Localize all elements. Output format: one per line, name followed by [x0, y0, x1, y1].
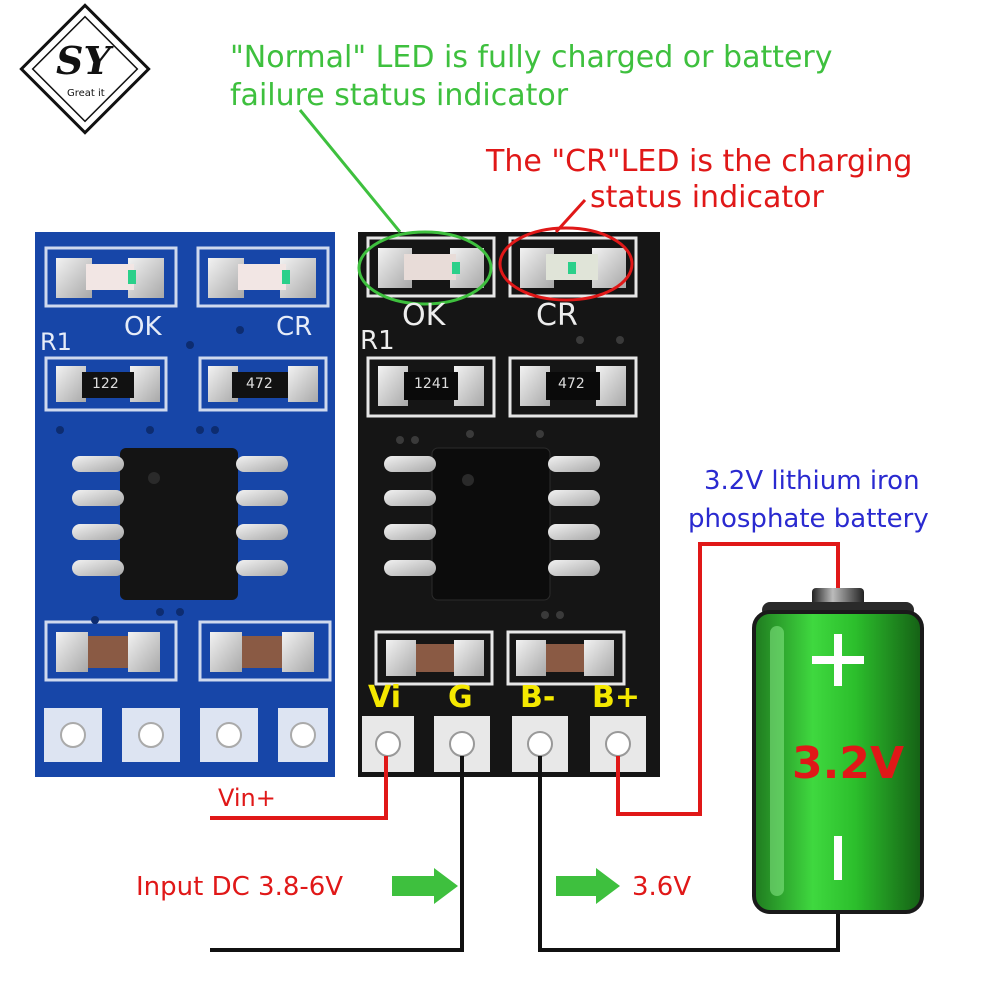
- black-resistor-code-2: 472: [558, 376, 585, 392]
- normal-led-note-line1: "Normal" LED is fully charged or battery: [230, 40, 833, 75]
- brand-logo: [19, 3, 151, 135]
- black-ok-label: OK: [402, 298, 446, 333]
- ok-led-callout: [298, 109, 493, 306]
- blue-ok-label: OK: [124, 312, 162, 342]
- cr-led-note-line1: The "CR"LED is the charging: [486, 144, 913, 179]
- normal-led-note-line2: failure status indicator: [230, 78, 569, 113]
- pin-label-b-minus: B-: [520, 680, 556, 715]
- output-arrow-icon: [556, 868, 620, 904]
- blue-charger-board: [35, 232, 335, 777]
- blue-cr-label: CR: [276, 312, 313, 342]
- cr-led-note-line2: status indicator: [590, 180, 824, 215]
- cr-led-callout: [498, 198, 634, 302]
- vin-plus-label: Vin+: [218, 784, 276, 812]
- black-cr-label: CR: [536, 298, 578, 333]
- battery-voltage-label: 3.2V: [792, 738, 904, 789]
- logo-letters: SY: [56, 38, 111, 83]
- pin-label-b-plus: B+: [592, 680, 641, 715]
- battery-note-line1: 3.2V lithium iron: [704, 466, 920, 496]
- battery-icon: [752, 588, 924, 914]
- battery-note-line2: phosphate battery: [688, 504, 929, 534]
- input-dc-label: Input DC 3.8-6V: [136, 872, 344, 902]
- blue-resistor-code-2: 472: [246, 376, 273, 392]
- black-charger-board: [358, 232, 660, 777]
- wiring: [210, 542, 840, 952]
- pin-label-g: G: [448, 680, 473, 715]
- logo-tagline: Great it: [67, 88, 105, 99]
- output-voltage-label: 3.6V: [632, 872, 692, 902]
- pin-label-vi: Vi: [368, 680, 401, 715]
- blue-r1-label: R1: [40, 328, 72, 356]
- input-arrow-icon: [392, 868, 458, 904]
- black-r1-label: R1: [360, 326, 395, 356]
- blue-resistor-code-1: 122: [92, 376, 119, 392]
- black-resistor-code-1: 1241: [414, 376, 450, 392]
